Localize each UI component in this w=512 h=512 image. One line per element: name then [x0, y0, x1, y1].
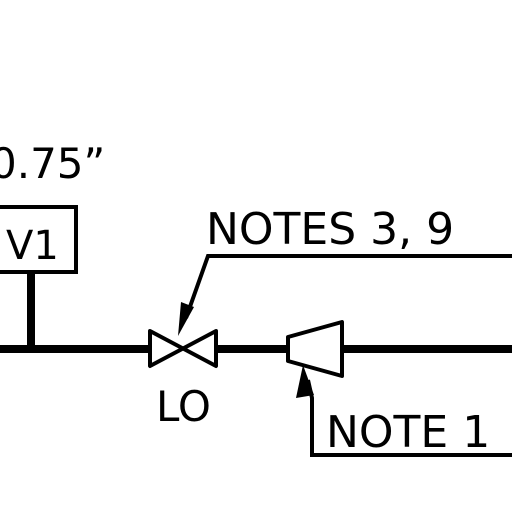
gate-valve-icon [148, 329, 218, 368]
notes-upper-label: NOTES 3, 9 [206, 204, 454, 255]
lock-open-label: LO [156, 382, 211, 431]
note-lower-label: NOTE 1 [326, 407, 490, 458]
reducer-icon [286, 320, 344, 378]
notes-upper-leader [184, 254, 512, 319]
instrument-tag-label: V1 [6, 223, 59, 269]
instrument-tag-box [0, 205, 78, 274]
notes-upper-arrowhead [178, 302, 194, 336]
dimension-label: 0.75” [0, 139, 105, 188]
note-lower-arrowhead [296, 365, 314, 398]
